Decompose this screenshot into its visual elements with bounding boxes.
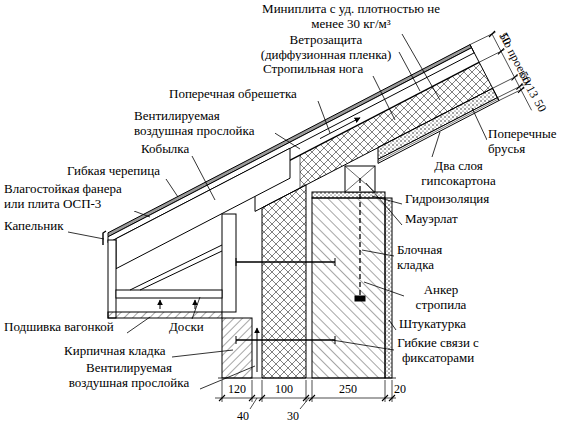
part-label: Ветрозащита (диффузионная пленка) [255, 32, 397, 62]
air-flow-arrow [160, 300, 161, 309]
dimension-value: 100 [274, 383, 294, 396]
leader-line [399, 52, 420, 91]
roof-layers [470, 45, 499, 101]
leader-line [68, 232, 104, 239]
leader-line [373, 76, 395, 120]
leader-line [192, 156, 215, 200]
leader-line [364, 282, 404, 296]
air-flow-arrow [257, 328, 258, 372]
leader-line [192, 297, 200, 319]
part-label: Кобылка [140, 141, 190, 156]
part-label: Стропильная нога [262, 61, 364, 76]
walls [355, 296, 365, 301]
walls [236, 262, 335, 340]
eave-structure [108, 240, 116, 318]
part-label: Вентилируемая воздушная прослойка [58, 360, 200, 390]
part-label: Гибкие связи с фиксаторами [396, 335, 480, 365]
dimension-value: 40 [236, 410, 250, 423]
part-label: Гидроизоляция [404, 191, 490, 206]
part-label: Миниплита с уд. плотностью не менее 30 к… [245, 1, 457, 31]
leader-line [362, 250, 394, 256]
part-label: Кирпичная кладка [63, 343, 167, 358]
leader-line [166, 179, 178, 197]
walls [236, 258, 335, 344]
leader-line [366, 183, 402, 225]
walls [359, 178, 360, 300]
part-label: Поперечные брусья [487, 126, 569, 156]
part-label: Доски [168, 319, 205, 334]
dimension-value: 20 [393, 383, 407, 396]
walls [218, 378, 396, 379]
leader-line [432, 132, 440, 157]
dimension-value: 50 [531, 97, 549, 115]
eave-structure [140, 251, 222, 290]
eave-structure [108, 312, 222, 318]
leader-line [472, 108, 487, 140]
part-label: Анкер стропила [405, 282, 477, 312]
part-label: Влагостойкая фанера или плита ОСП-3 [3, 181, 135, 211]
walls [262, 185, 306, 378]
part-label: Мауэрлат [404, 211, 459, 226]
roof-layers [300, 155, 301, 188]
part-label: Штукатурка [398, 316, 467, 331]
leader-line [318, 101, 330, 133]
walls [218, 166, 396, 378]
leader-line [332, 340, 394, 350]
dimension-lines [222, 380, 392, 402]
air-flow-arrow [320, 118, 360, 139]
eave-structure [130, 245, 222, 290]
dimension-value: 120 [227, 383, 247, 396]
part-label: Подшивка вагонкой [3, 319, 115, 334]
leader-line [68, 34, 487, 389]
dimension-value: 30 [286, 410, 300, 423]
dimension-lines [250, 398, 257, 409]
part-label: Капельник [3, 218, 64, 233]
walls [312, 198, 385, 378]
leader-line [134, 211, 150, 217]
part-label: Поперечная обрешетка [168, 86, 298, 101]
leader-line [402, 34, 440, 100]
walls [385, 198, 392, 378]
leader-line [389, 320, 396, 330]
leader-line [127, 317, 150, 333]
dimension-lines [300, 398, 309, 409]
part-label: Два слоя гипсокартона [410, 158, 507, 188]
leader-line [200, 366, 255, 389]
eave-structure [116, 290, 222, 298]
air-flow-arrow [195, 300, 196, 309]
eave-structure [222, 214, 236, 312]
leader-line [372, 196, 402, 204]
roof-layers [378, 98, 499, 164]
leader-line [172, 350, 233, 357]
part-label: Вентилируемая воздушная прослойка [133, 108, 275, 138]
eave-structure [103, 231, 106, 245]
roof-layers [378, 99, 498, 161]
part-label: Блочная кладка [396, 242, 468, 272]
dimension-value: 250 [338, 383, 358, 396]
roof-layers [378, 88, 497, 159]
part-label: Гибкая черепица [66, 163, 161, 178]
